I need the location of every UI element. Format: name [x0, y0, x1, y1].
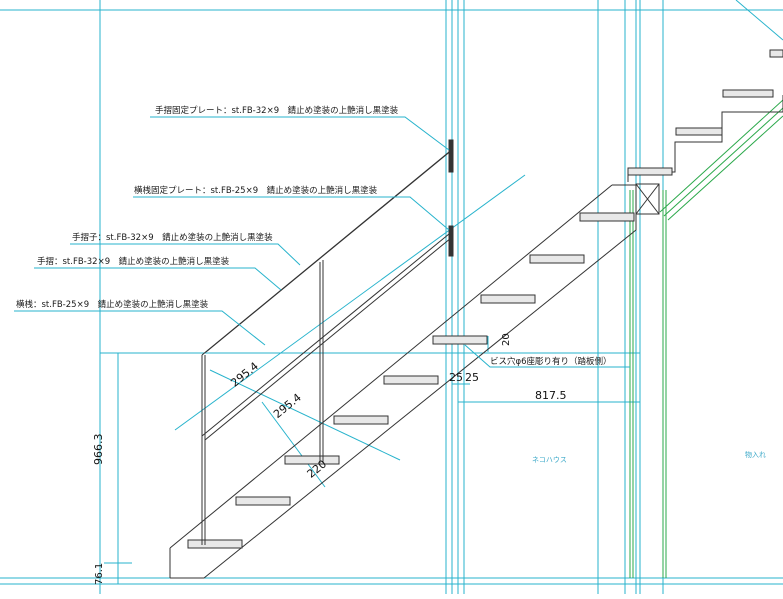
area-neko-house: ネコハウス [532, 456, 567, 464]
leader-lines [14, 116, 630, 368]
tread [675, 127, 723, 136]
labels: 手摺固定プレート：st.FB-32×9 錆止め塗装の上艶消し黒塗装 横桟固定プレ… [16, 105, 612, 367]
tread [333, 415, 389, 425]
leader-baluster [70, 243, 301, 266]
area-storage: 物入れ [745, 450, 766, 459]
tread [284, 455, 340, 465]
tread [722, 89, 774, 98]
stringer-line [659, 99, 783, 213]
stringer-bottom [203, 229, 637, 579]
guide-line [261, 401, 326, 488]
treads [187, 212, 635, 549]
stringer-line [663, 107, 783, 217]
dim-height-base: 76.1 [94, 563, 105, 585]
tread [383, 375, 439, 385]
tread [235, 496, 291, 506]
tread [187, 539, 243, 549]
handrail-fixing-plate [448, 139, 454, 173]
rail-fixing-plate [448, 225, 454, 257]
lower-stair [169, 184, 637, 579]
dim-span: 817.5 [535, 389, 567, 402]
label-rail-plate: 横桟固定プレート：st.FB-25×9 錆止め塗装の上艶消し黒塗装 [134, 185, 378, 196]
tread [480, 294, 536, 304]
dim-diag-b: 295.4 [271, 391, 304, 421]
label-handrail: 手摺：st.FB-32×9 錆止め塗装の上艶消し黒塗装 [37, 256, 230, 267]
green-structure [629, 99, 783, 578]
leader-rail-plate [133, 196, 450, 231]
tread [627, 167, 673, 176]
handrail-assembly [201, 139, 454, 545]
tread [579, 212, 635, 222]
leader-handrail [34, 267, 282, 291]
dim-gap-b: 25 [465, 371, 479, 384]
horizontal-rail [201, 233, 450, 437]
guide-line [174, 174, 526, 431]
guide-line [735, 0, 783, 41]
upper-stair [627, 49, 783, 215]
stringer-line [667, 115, 783, 221]
landing-cross [635, 183, 660, 215]
label-handrail-plate: 手摺固定プレート：st.FB-32×9 錆止め塗装の上艶消し黒塗装 [155, 105, 399, 116]
dimension-lines [104, 336, 641, 584]
dim-gap-a: 25 [449, 371, 463, 384]
handrail [205, 149, 453, 353]
leader-handrail-plate [150, 116, 450, 151]
stringer-top [169, 184, 613, 549]
tread [529, 254, 585, 264]
tread [769, 49, 783, 58]
leader-rail [14, 310, 266, 346]
label-screw-hole: ビス穴φ6座彫り有り（踏板側） [490, 356, 612, 367]
leader-screw [464, 344, 630, 368]
label-baluster: 手摺子：st.FB-32×9 錆止め塗装の上艶消し黒塗装 [72, 232, 273, 243]
label-rail: 横桟：st.FB-25×9 錆止め塗装の上艶消し黒塗装 [16, 299, 209, 310]
dim-diag-a: 295.4 [228, 360, 261, 390]
tread [432, 335, 488, 345]
dim-20: 20 [501, 333, 512, 346]
horizontal-rail [204, 237, 452, 441]
area-labels: ネコハウス 物入れ [532, 450, 766, 464]
dim-height-total: 966.3 [92, 434, 105, 466]
